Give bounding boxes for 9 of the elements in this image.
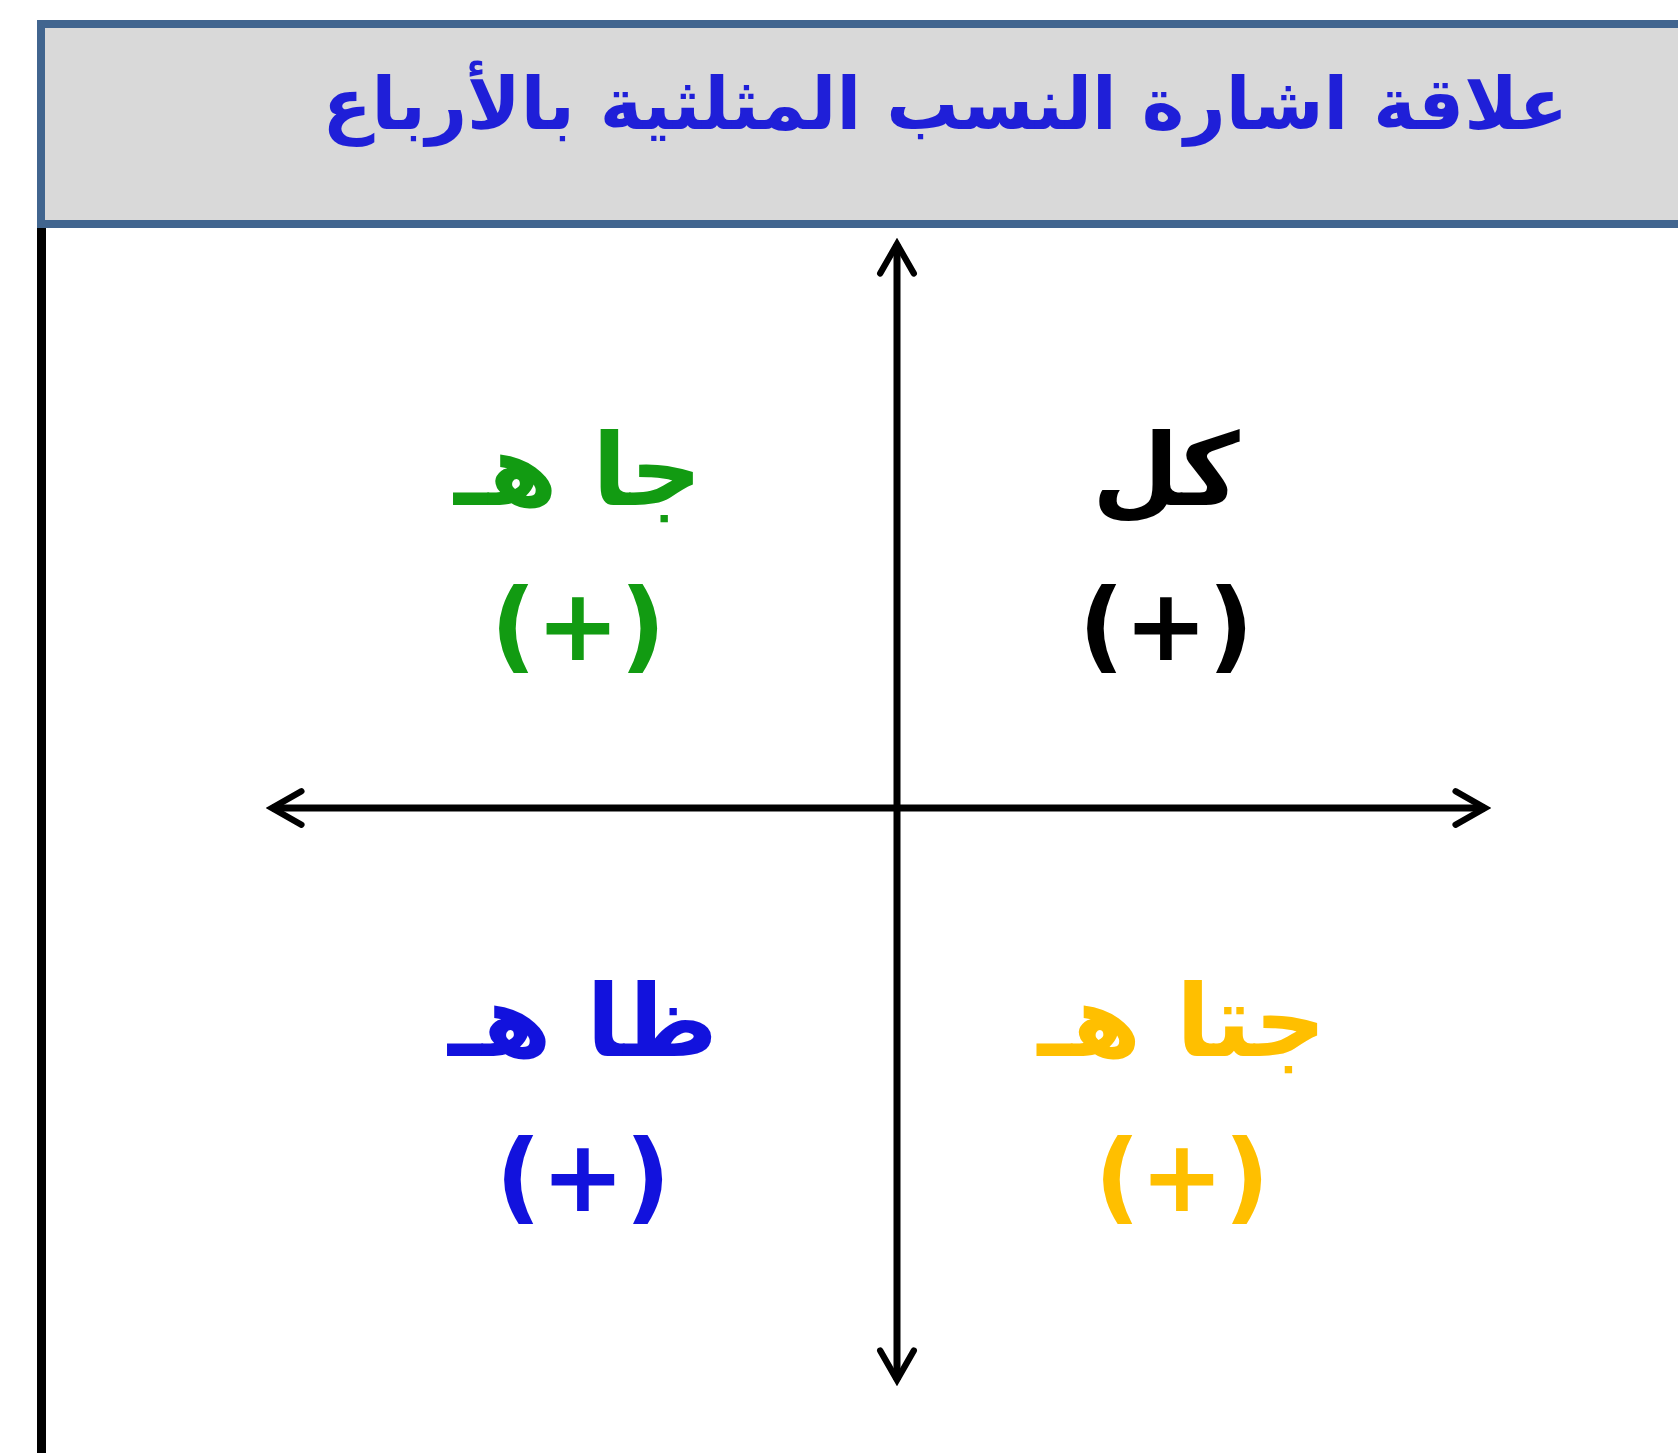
quadrant-function: كل: [1092, 421, 1240, 521]
sign-label: (+): [1094, 1127, 1270, 1227]
quadrant-function: ظا هـ: [447, 972, 719, 1072]
quadrant-function: جا هـ: [454, 421, 702, 521]
title: علاقة اشارة النسب المثلثية بالأرباع: [322, 62, 1568, 146]
sign-label: (+): [495, 1127, 671, 1227]
sign-label: (+): [1078, 576, 1254, 676]
sign-label: (+): [490, 576, 666, 676]
quadrant-function: جتا هـ: [1037, 972, 1327, 1072]
